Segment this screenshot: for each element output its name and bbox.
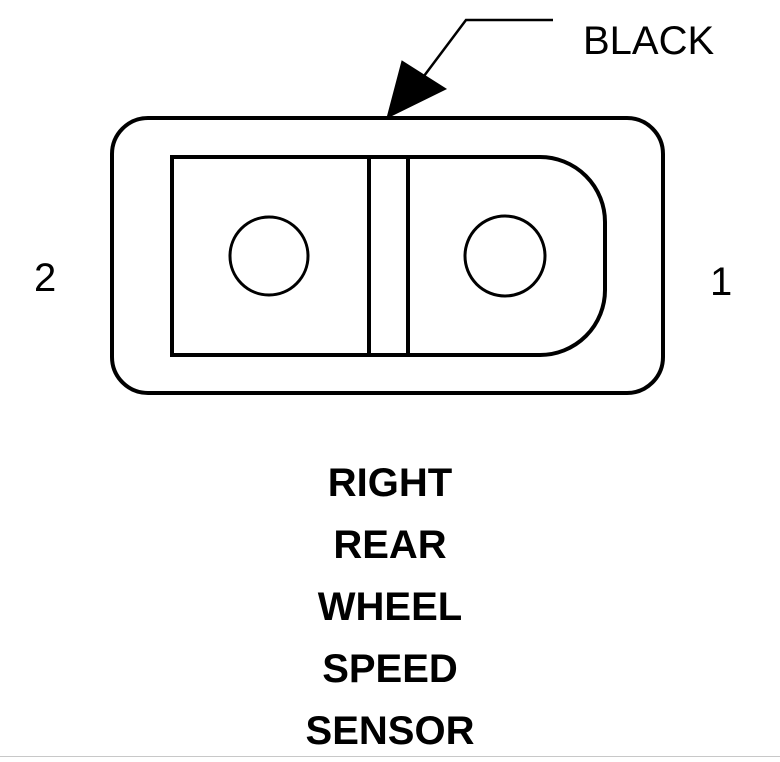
pin-1-terminal bbox=[463, 214, 547, 298]
terminal-cavity bbox=[170, 155, 607, 357]
bottom-rule bbox=[0, 756, 780, 757]
title-line-2: REAR bbox=[333, 523, 447, 567]
title-line-5: SENSOR bbox=[305, 709, 475, 753]
pin-right-label: 1 bbox=[710, 260, 732, 304]
color-label: BLACK bbox=[583, 19, 714, 63]
pin-2-terminal bbox=[228, 215, 310, 297]
leader-arrowhead bbox=[386, 60, 448, 119]
pin-left-label: 2 bbox=[34, 256, 56, 300]
component-title: RIGHT REAR WHEEL SPEED SENSOR bbox=[0, 452, 780, 762]
connector-housing bbox=[110, 116, 665, 395]
leader-line bbox=[417, 18, 553, 85]
title-line-4: SPEED bbox=[322, 647, 458, 691]
title-line-1: RIGHT bbox=[327, 461, 453, 505]
title-line-3: WHEEL bbox=[317, 585, 463, 629]
